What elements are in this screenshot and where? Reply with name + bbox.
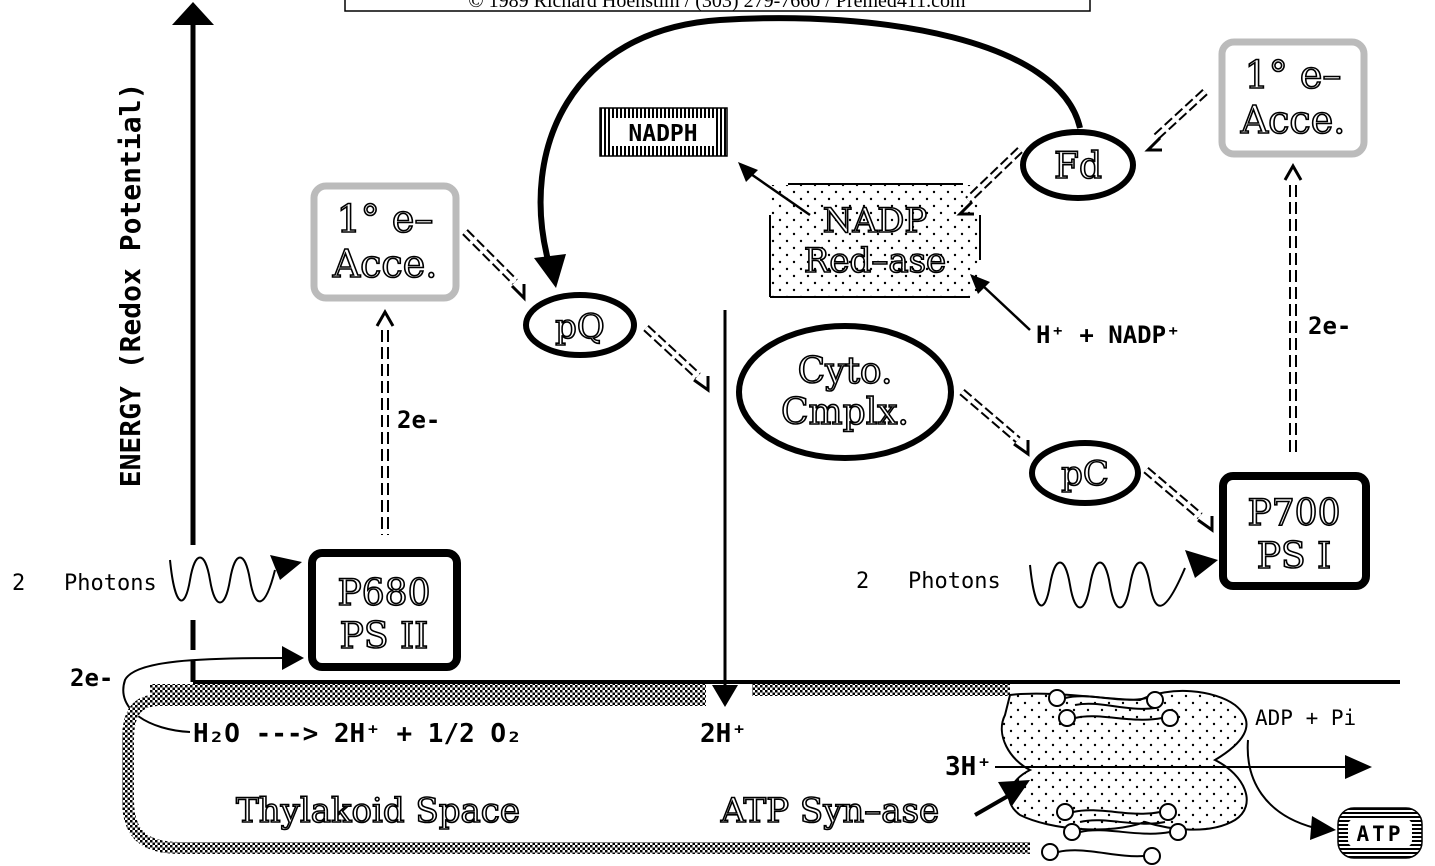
fd-label: Fd: [1054, 146, 1102, 187]
two-h-label: 2H⁺: [700, 719, 747, 749]
photons-left-label: Photons: [64, 571, 157, 596]
cyclic-return-arrow: [534, 15, 1083, 288]
ferredoxin: Fd: [1020, 129, 1136, 201]
atp-synthase-complex: [974, 689, 1372, 865]
atp-badge: ATP: [1337, 807, 1423, 859]
nadph-product: NADPH: [599, 107, 728, 157]
proton-arrow-center: [712, 310, 738, 707]
p680-ps2: P680 PS II: [308, 549, 461, 671]
energy-axis: ENERGY (Redox Potential): [114, 2, 1400, 684]
nadp-reductase: NADP Red–ase: [769, 183, 981, 298]
labels: 2 Photons 2 Photons 2e- 2e- 2e- H⁺ + NAD…: [12, 312, 1356, 782]
cytochrome-complex: Cyto. Cmplx.: [736, 323, 954, 461]
water-electron-arrow: [122, 646, 304, 733]
p700-label: P700: [1248, 493, 1341, 534]
pc-label: pC: [1061, 454, 1109, 494]
copyright-text: © 1989 Richard Hoehstim / (303) 279-7660…: [468, 0, 966, 12]
nadph-label: NADPH: [628, 121, 697, 147]
acceptor-right-line2: Acce.: [1240, 98, 1346, 142]
acceptor-right-line1: 1° e–: [1245, 53, 1342, 97]
acceptor-left-line2: Acce.: [332, 242, 438, 286]
nadp-arrows: [738, 162, 1031, 331]
photon-wave-right: [1029, 550, 1218, 609]
two-e-right: 2e-: [1308, 312, 1351, 340]
h-nadp-label: H⁺ + NADP⁺: [1036, 321, 1181, 349]
primary-acceptor-right: 1° e– Acce.: [1218, 38, 1368, 158]
primary-acceptor-left: 1° e– Acce.: [310, 182, 460, 302]
vertical-electron-arrows: [375, 162, 1303, 535]
photons-left-count: 2: [12, 571, 25, 596]
ps2-label: PS II: [340, 616, 429, 657]
atp-synthase-label: ATP Syn–ase: [720, 791, 939, 831]
acceptor-left-line1: 1° e–: [337, 197, 434, 241]
thylakoid-membrane: [122, 684, 1030, 854]
cyto-label-line1: Cyto.: [798, 351, 893, 392]
p700-ps1: P700 PS I: [1219, 472, 1370, 590]
plastocyanin: pC: [1029, 440, 1141, 506]
p680-label: P680: [338, 573, 431, 614]
copyright-banner: © 1989 Richard Hoehstim / (303) 279-7660…: [344, 0, 1091, 12]
thylakoid-space-label: Thylakoid Space: [236, 791, 520, 831]
nadp-red-line1: NADP: [823, 201, 927, 241]
plastoquinone: pQ: [523, 292, 637, 358]
adp-pi-label: ADP + Pi: [1255, 706, 1356, 730]
photons-right-count: 2: [856, 569, 869, 594]
pq-label: pQ: [555, 307, 605, 347]
cyto-label-line2: Cmplx.: [781, 392, 909, 433]
two-e-water: 2e-: [70, 664, 113, 692]
nadp-red-line2: Red–ase: [804, 241, 946, 281]
three-h-label: 3H⁺: [945, 752, 992, 782]
photons-right-label: Photons: [908, 569, 1001, 594]
energy-axis-label: ENERGY (Redox Potential): [114, 83, 147, 488]
atp-label: ATP: [1357, 822, 1404, 846]
water-split-label: H₂O ---> 2H⁺ + 1/2 O₂: [193, 719, 522, 749]
photon-wave-left: [169, 555, 302, 604]
electron-flow-arrows: [462, 89, 1214, 533]
ps1-label: PS I: [1257, 536, 1332, 577]
two-e-left: 2e-: [397, 406, 440, 434]
